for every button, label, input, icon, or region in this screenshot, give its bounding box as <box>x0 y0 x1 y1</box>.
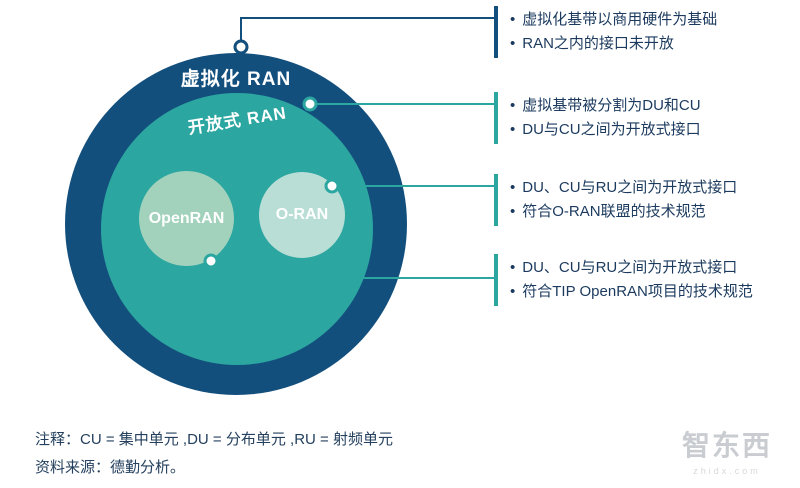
annotation-virtualized-ran: 虚拟化基带以商用硬件为基础 RAN之内的接口未开放 <box>494 6 800 58</box>
circle-o-ran: O-RAN <box>259 172 345 258</box>
annotation-text: DU、CU与RU之间为开放式接口 <box>522 179 738 196</box>
annotation-openran: DU、CU与RU之间为开放式接口 符合TIP OpenRAN项目的技术规范 <box>494 254 800 306</box>
annotation-bullet: RAN之内的接口未开放 <box>510 32 800 56</box>
annotation-o-ran: DU、CU与RU之间为开放式接口 符合O-RAN联盟的技术规范 <box>494 174 800 226</box>
openran-label: OpenRAN <box>148 209 225 227</box>
annotation-text: 符合TIP OpenRAN项目的技术规范 <box>522 283 753 300</box>
circle-openran: OpenRAN <box>139 171 234 266</box>
annotation-text: RAN之内的接口未开放 <box>522 35 674 52</box>
legend-note: 注释：CU = 集中单元 ,DU = 分布单元 ,RU = 射频单元 <box>35 431 393 448</box>
connector-line-1 <box>240 17 496 46</box>
annotation-bullet: DU与CU之间为开放式接口 <box>510 118 800 142</box>
annotation-text: DU、CU与RU之间为开放式接口 <box>522 259 738 276</box>
annotation-open-ran: 虚拟基带被分割为DU和CU DU与CU之间为开放式接口 <box>494 92 800 144</box>
virtualized-ran-label: 虚拟化 RAN <box>180 69 292 90</box>
annotation-bullet: DU、CU与RU之间为开放式接口 <box>510 176 800 200</box>
watermark-logo: 智东西 zhidx.com <box>682 424 772 476</box>
annotation-text: DU与CU之间为开放式接口 <box>522 121 701 138</box>
annotation-bullet: 虚拟化基带以商用硬件为基础 <box>510 8 800 32</box>
watermark-text: 智东西 <box>681 430 772 461</box>
annotation-text: 虚拟基带被分割为DU和CU <box>522 97 701 114</box>
annotation-bullet: 符合O-RAN联盟的技术规范 <box>510 200 800 224</box>
annotation-bullet: DU、CU与RU之间为开放式接口 <box>510 256 800 280</box>
connector-marker-1-icon <box>233 39 249 55</box>
source-note: 资料来源：德勤分析。 <box>35 459 186 476</box>
watermark-subtext: zhidx.com <box>693 466 761 476</box>
annotation-bullet: 虚拟基带被分割为DU和CU <box>510 94 800 118</box>
o-ran-label: O-RAN <box>275 206 329 223</box>
annotation-bullet: 符合TIP OpenRAN项目的技术规范 <box>510 280 800 304</box>
annotation-text: 符合O-RAN联盟的技术规范 <box>522 203 706 220</box>
annotation-text: 虚拟化基带以商用硬件为基础 <box>522 11 718 28</box>
